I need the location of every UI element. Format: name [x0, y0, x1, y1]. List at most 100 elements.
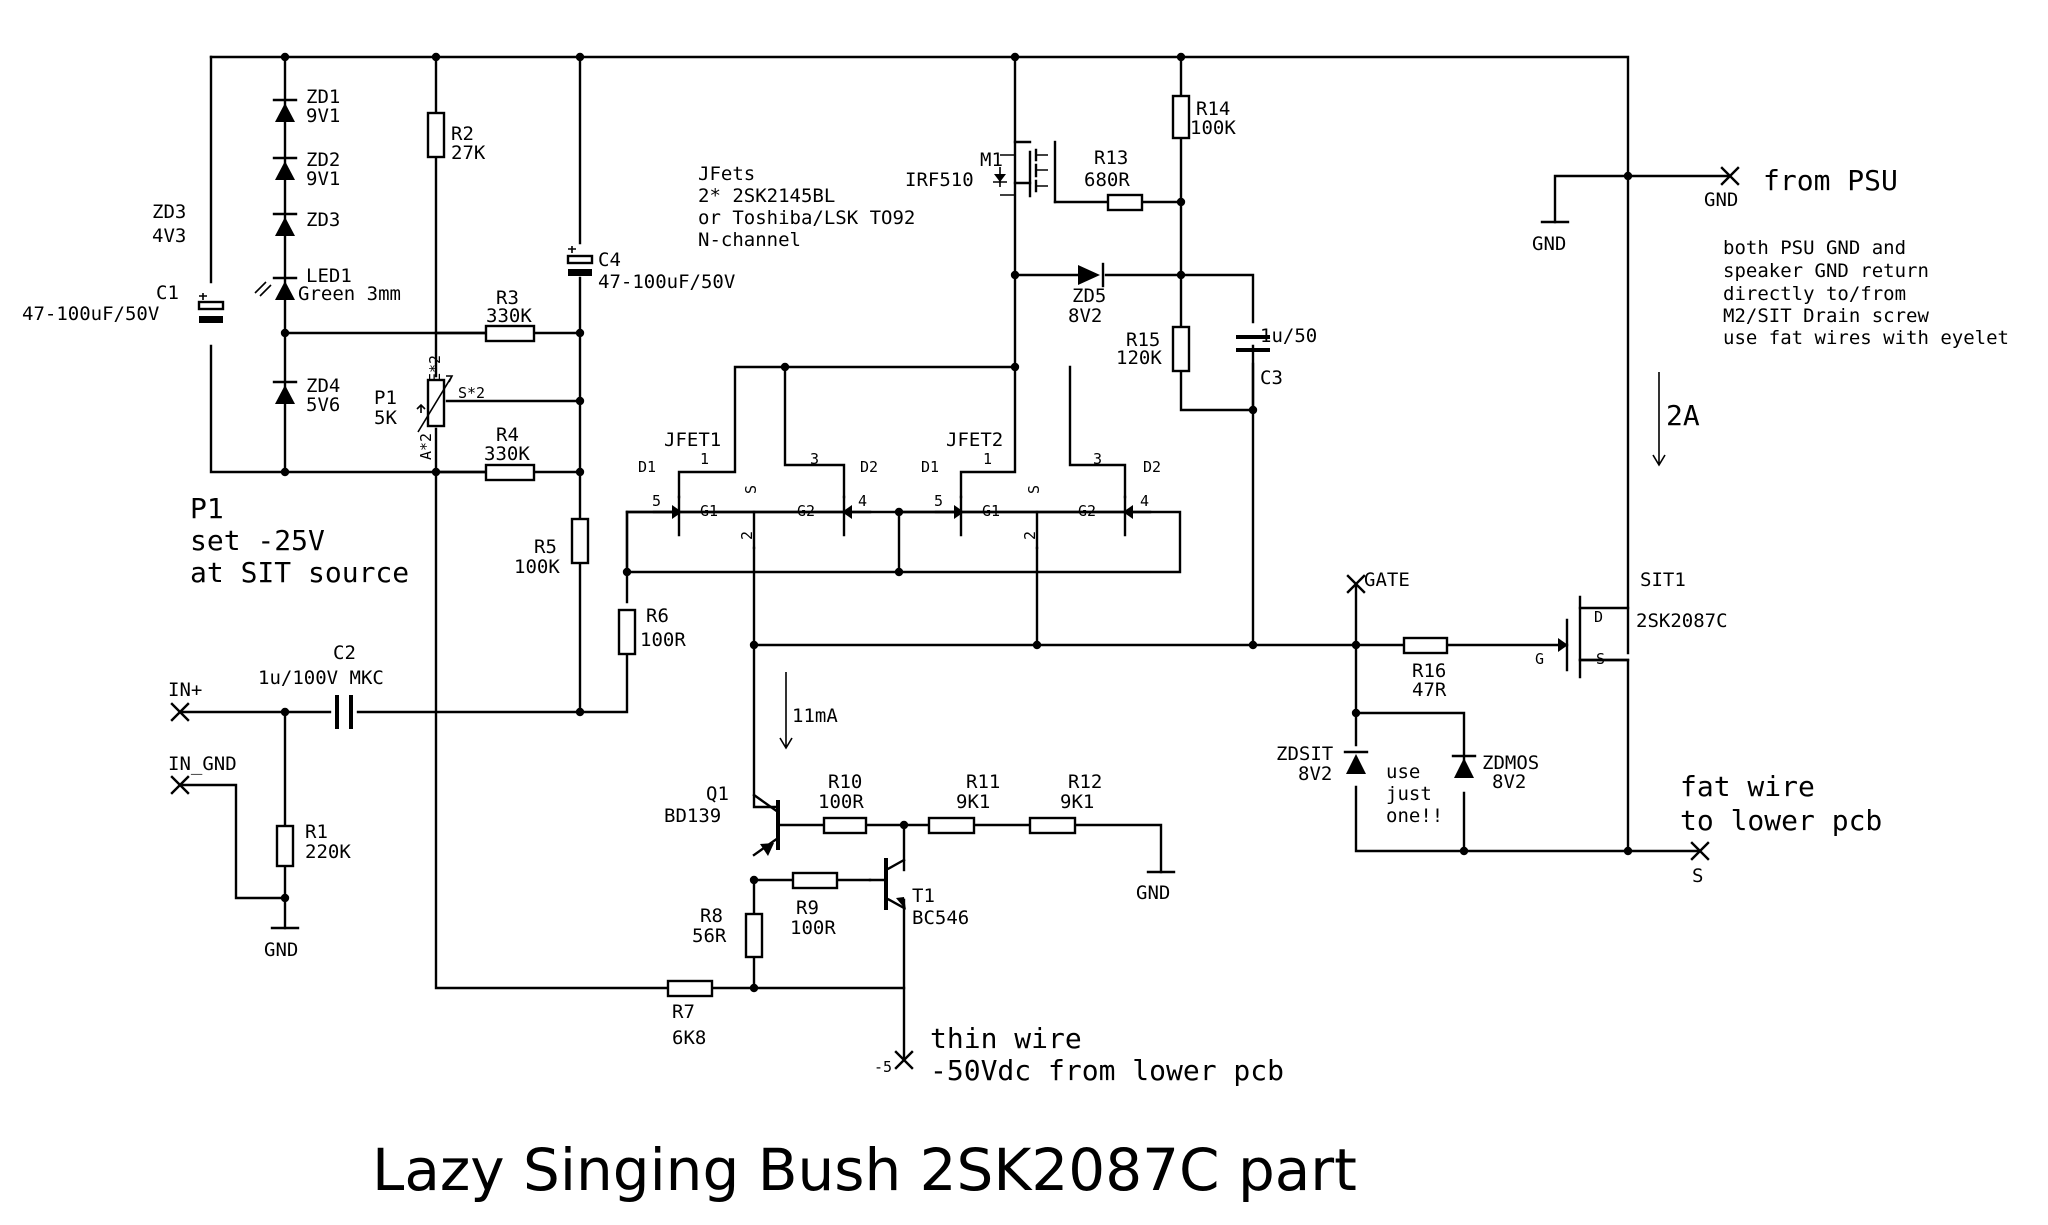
zdsit-value: 8V2: [1298, 763, 1332, 785]
r7-ref: R7: [672, 1001, 695, 1023]
p1-note-2: set -25V: [190, 524, 325, 557]
zd4-symbol: [272, 380, 298, 404]
thin-wire-1: thin wire: [930, 1022, 1082, 1055]
component-labels: ZD1 9V1 ZD2 9V1 ZD3 ZD3 4V3 LED1 Green 3…: [22, 86, 1728, 1049]
r5-ref: R5: [534, 536, 557, 558]
zd3-side-ref: ZD3: [152, 201, 186, 223]
p1-pin-e: E*2: [426, 355, 444, 382]
r3-value: 330K: [486, 305, 532, 327]
c4-symbol: [566, 246, 594, 276]
r4-ref: R4: [496, 424, 519, 446]
q1-value: BD139: [664, 805, 721, 827]
c2-value: 1u/100V MKC: [258, 667, 384, 689]
zdsit-ref: ZDSIT: [1276, 743, 1333, 765]
zd2-ref: ZD2: [306, 149, 340, 171]
jfet2-g1: G1: [982, 502, 1000, 520]
r12-symbol: [1028, 816, 1077, 835]
zd2-value: 9V1: [306, 168, 340, 190]
terminal-markers: [170, 166, 1740, 1070]
r14-ref: R14: [1196, 98, 1230, 120]
thin-wire-2: -50Vdc from lower pcb: [930, 1054, 1284, 1087]
psu-terminal-gnd-label: GND: [1704, 189, 1738, 211]
r10-ref: R10: [828, 771, 862, 793]
r15-symbol: [1171, 325, 1191, 373]
t1-value: BC546: [912, 907, 969, 929]
zd5-value: 8V2: [1068, 305, 1102, 327]
gnd-note-2: speaker GND return: [1723, 260, 1929, 282]
jfet1-g1: G1: [700, 502, 718, 520]
zd4-value: 5V6: [306, 394, 340, 416]
r11-ref: R11: [966, 771, 1000, 793]
r2-symbol: [426, 111, 446, 159]
bias-gnd-label: GND: [1136, 882, 1170, 904]
jfet1-pin1: 1: [700, 450, 709, 468]
zdsit-symbol: [1343, 750, 1369, 774]
r5-symbol: [570, 517, 590, 565]
jfet1-s: S: [742, 485, 760, 494]
t1-ref: T1: [912, 885, 935, 907]
led1-value: Green 3mm: [298, 283, 401, 305]
zd5-ref: ZD5: [1072, 285, 1106, 307]
junctions: [280, 52, 1633, 993]
fat-wire-2: to lower pcb: [1680, 804, 1882, 837]
r12-value: 9K1: [1060, 791, 1094, 813]
jfet2-g2: G2: [1078, 502, 1096, 520]
c1-symbol: [197, 293, 225, 323]
jfet2-d1: D1: [921, 458, 939, 476]
sit1-symbol: [1558, 595, 1630, 679]
jfet2-symbol: [934, 495, 1152, 550]
zd4-ref: ZD4: [306, 375, 340, 397]
r10-value: 100R: [818, 791, 864, 813]
t1-symbol: [868, 858, 906, 910]
c4-value: 47-100uF/50V: [598, 271, 735, 293]
zd3-side-value: 4V3: [152, 225, 186, 247]
sit1-pin-g: G: [1535, 650, 1544, 668]
r9-symbol: [791, 871, 839, 890]
r1-symbol: [275, 824, 295, 868]
r6-value: 100R: [640, 629, 686, 651]
jfets-note-4: N-channel: [698, 229, 801, 251]
current-arrows: [779, 372, 1666, 750]
r12-ref: R12: [1068, 771, 1102, 793]
p1-note-1: P1: [190, 492, 224, 525]
r6-ref: R6: [646, 605, 669, 627]
current-11ma-label: 11mA: [792, 705, 838, 727]
in-plus-label: IN+: [168, 679, 202, 701]
jfet1-pin2: 2: [738, 531, 756, 540]
r1-value: 220K: [305, 841, 351, 863]
gate-label: GATE: [1364, 569, 1410, 591]
c1-value: 47-100uF/50V: [22, 303, 159, 325]
fat-wire-1: fat wire: [1680, 770, 1815, 803]
gnd-note-4: M2/SIT Drain screw: [1723, 305, 1929, 327]
c3-ref: C3: [1260, 367, 1283, 389]
m1-value: IRF510: [905, 169, 974, 191]
r2-value: 27K: [451, 142, 486, 164]
r5-value: 100K: [514, 556, 560, 578]
led1-symbol: [254, 276, 298, 300]
r9-value: 100R: [790, 917, 836, 939]
jfets-note-2: 2* 2SK2145BL: [698, 185, 835, 207]
zd2-symbol: [272, 156, 298, 180]
r11-value: 9K1: [956, 791, 990, 813]
sit1-pin-s: S: [1596, 650, 1605, 668]
zd1-symbol: [272, 98, 298, 122]
zd3-ref: ZD3: [306, 209, 340, 231]
r16-symbol: [1402, 636, 1449, 655]
gnd-note-5: use fat wires with eyelet: [1723, 327, 2009, 349]
zd3-symbol: [272, 212, 298, 236]
r15-value: 120K: [1116, 347, 1162, 369]
c4-ref: C4: [598, 249, 621, 271]
r2-ref: R2: [451, 123, 474, 145]
c1-ref: C1: [156, 282, 179, 304]
r8-value: 56R: [692, 925, 727, 947]
m1-symbol: [993, 140, 1057, 204]
jfet1-g2: G2: [797, 502, 815, 520]
gnd-note-1: both PSU GND and: [1723, 237, 1906, 259]
p1-pin-a: A*2: [417, 433, 435, 460]
r1-ref: R1: [305, 821, 328, 843]
in-gnd-label: IN_GND: [168, 753, 237, 775]
sit1-ref: SIT1: [1640, 569, 1686, 591]
jfet2-s: S: [1025, 485, 1043, 494]
r11-symbol: [927, 816, 976, 835]
jfet-pin-labels: D1 1 3 D2 5 G1 S G2 4 2 D1 1 3 D2 5 G1 S…: [638, 450, 1605, 668]
